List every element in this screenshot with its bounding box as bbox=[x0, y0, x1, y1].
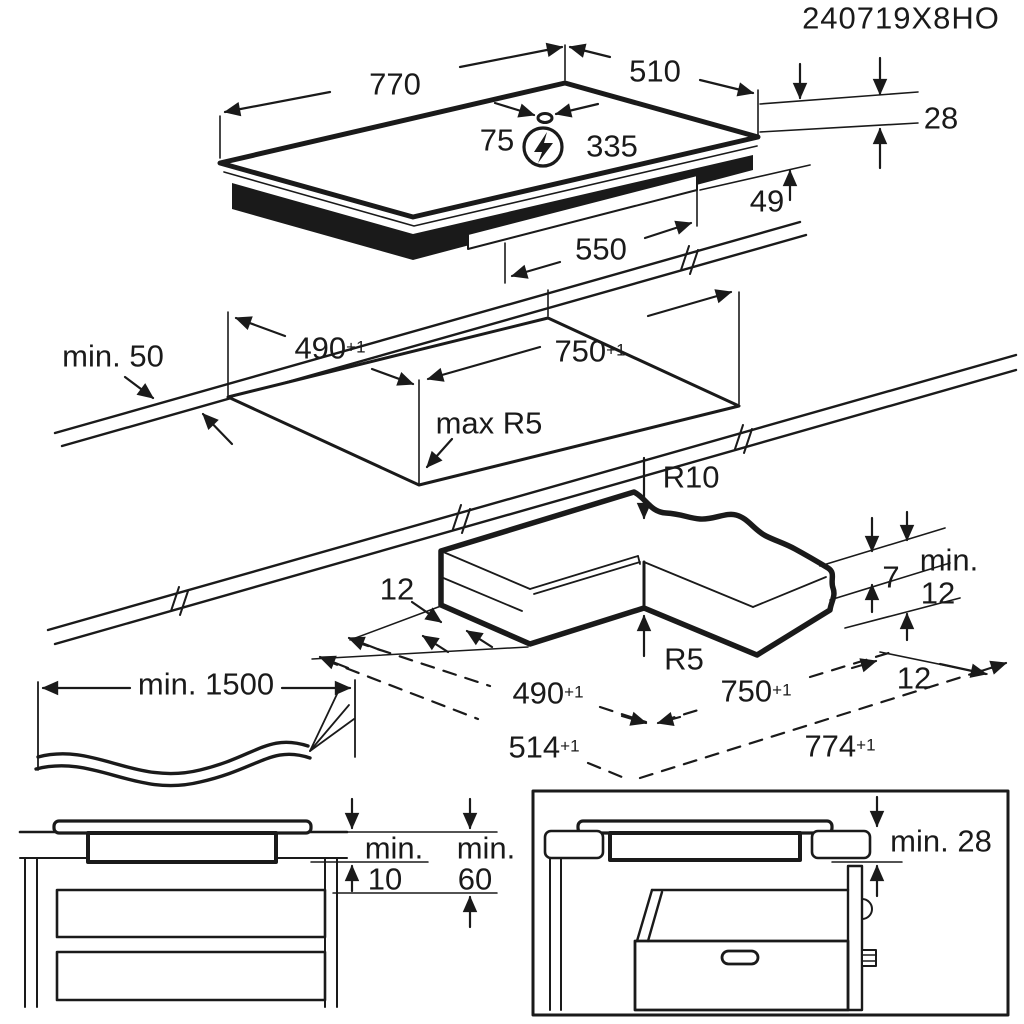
dim-cutout-depth: 490+1 bbox=[294, 330, 366, 366]
dim-corner-radius: max R5 bbox=[435, 405, 543, 441]
drawer-clearance-view bbox=[18, 797, 498, 1008]
dim-hob-height: 28 bbox=[923, 100, 959, 136]
dim-cutout-width-2: 750+1 bbox=[720, 673, 792, 709]
dim-box-height: 49 bbox=[749, 183, 785, 219]
drawing-code: 240719X8HO bbox=[802, 0, 1000, 36]
dim-overhang-left: 12 bbox=[379, 571, 415, 607]
worktop-cutout-view bbox=[46, 220, 1018, 646]
dim-overhang-right: 12 bbox=[896, 660, 932, 696]
dim-min-label: min. bbox=[919, 542, 979, 578]
dim-hob-depth: 510 bbox=[629, 53, 681, 89]
dim-cutout-width: 750+1 bbox=[554, 333, 626, 369]
dim-oven-clearance: min. 28 bbox=[890, 823, 992, 859]
dim-inner-radius: R5 bbox=[664, 641, 704, 677]
dim-hob-width: 770 bbox=[369, 66, 421, 102]
dim-hob-width-overall: 774+1 bbox=[804, 728, 876, 764]
corner-detail-view bbox=[311, 456, 1008, 780]
electrical-connection-icon bbox=[522, 126, 564, 168]
dim-min-value: 12 bbox=[920, 575, 956, 611]
cable-view bbox=[34, 679, 356, 788]
dim-drawer-gap-value: 10 bbox=[367, 861, 403, 897]
dim-hole-left: 75 bbox=[479, 122, 515, 158]
dim-drawer-gap-min: min. bbox=[364, 830, 424, 866]
dim-oven-gap-value: 60 bbox=[457, 861, 493, 897]
dim-cutout-depth-2: 490+1 bbox=[512, 675, 584, 711]
oven-clearance-view bbox=[531, 789, 1010, 1017]
hob-isometric-view bbox=[217, 42, 919, 284]
dim-edge-clearance: min. 50 bbox=[62, 338, 164, 374]
dim-oven-gap-min: min. bbox=[456, 830, 516, 866]
dim-glass-step: 7 bbox=[882, 559, 900, 595]
dim-outer-radius: R10 bbox=[662, 459, 720, 495]
dim-hob-depth-overall: 514+1 bbox=[508, 729, 580, 765]
dim-cable-length: min. 1500 bbox=[137, 666, 275, 702]
dim-box-width: 550 bbox=[575, 231, 627, 267]
dim-hole-right: 335 bbox=[586, 128, 638, 164]
